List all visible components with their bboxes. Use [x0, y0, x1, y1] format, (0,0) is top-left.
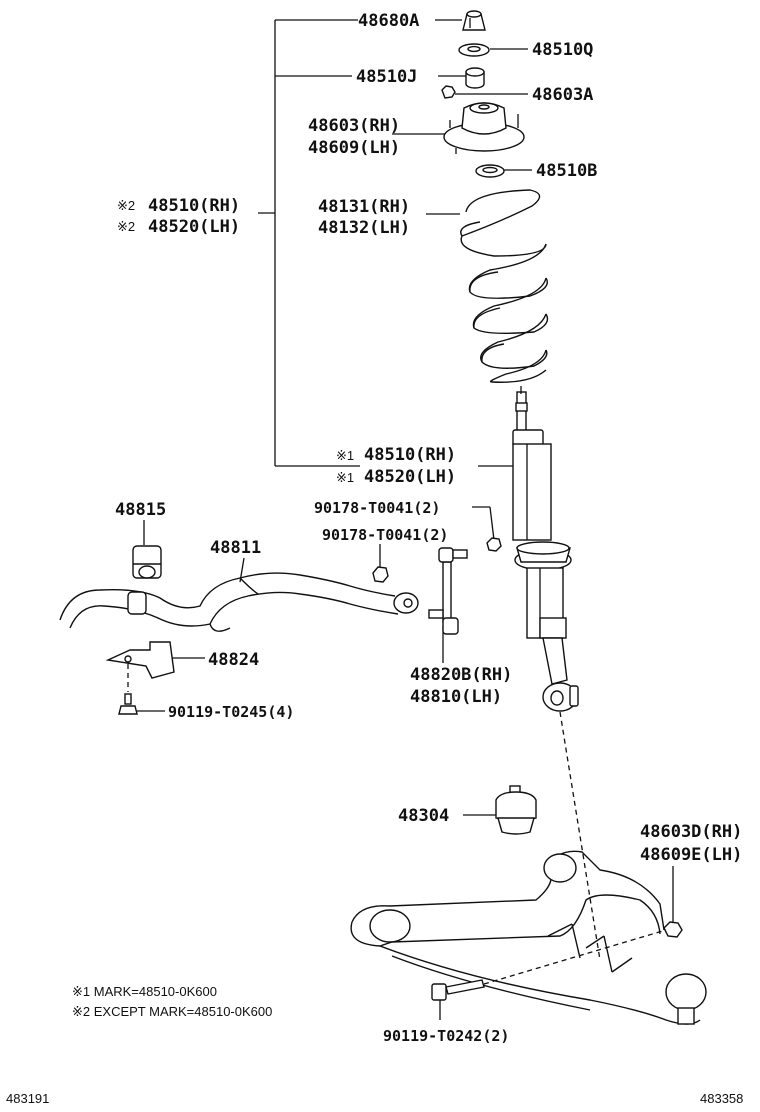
cushion-48510J — [465, 67, 485, 89]
label-48815: 48815 — [115, 500, 166, 520]
label-48603D-rh: 48603D(RH) — [640, 822, 742, 842]
mark1-symbol-b: ※1 — [336, 470, 354, 485]
label-90178-T0041-a: 90178-T0041(2) — [314, 499, 440, 517]
coil-spring-48131 — [460, 189, 549, 383]
bolt-90119-T0245 — [118, 664, 138, 715]
assembly-lines — [483, 711, 667, 985]
label-48603-rh: 48603(RH) — [308, 116, 400, 136]
bracket-48824 — [105, 641, 175, 679]
label-48680A: 48680A — [358, 11, 419, 31]
label-48609E-lh: 48609E(LH) — [640, 845, 742, 865]
nut-90178-T0041-a — [486, 537, 502, 552]
insulator-48510B — [475, 164, 505, 178]
label-90119-T0245: 90119-T0245(4) — [168, 703, 294, 721]
label-48131-rh: 48131(RH) — [318, 197, 410, 217]
shock-absorber-48510 — [512, 386, 579, 712]
nut-48603A — [441, 85, 456, 99]
mark2-symbol-b: ※2 — [117, 219, 135, 234]
label-48810-lh: 48810(LH) — [410, 687, 502, 707]
nut-48603D — [663, 921, 683, 938]
washer-48510Q — [458, 43, 490, 57]
bumper-48304 — [495, 785, 537, 835]
note-mark2: ※2 EXCEPT MARK=48510-0K600 — [72, 1004, 272, 1019]
label-48609-lh: 48609(LH) — [308, 138, 400, 158]
label-48510B: 48510B — [536, 161, 597, 181]
label-m2-48510-rh: 48510(RH) — [148, 196, 240, 216]
label-48510Q: 48510Q — [532, 40, 593, 60]
bump-stopper-48680A — [462, 10, 486, 31]
lower-control-arm — [350, 850, 707, 1025]
label-90119-T0242: 90119-T0242(2) — [383, 1027, 509, 1045]
label-m1-48510-rh: 48510(RH) — [364, 445, 456, 465]
label-48603A: 48603A — [532, 85, 593, 105]
label-90178-T0041-b: 90178-T0041(2) — [322, 526, 448, 544]
nut-90178-T0041-b — [372, 566, 389, 583]
bushing-on-bar — [127, 591, 147, 615]
label-m2-48520-lh: 48520(LH) — [148, 217, 240, 237]
note-mark1: ※1 MARK=48510-0K600 — [72, 984, 217, 999]
mark2-symbol-a: ※2 — [117, 198, 135, 213]
label-48820B-rh: 48820B(RH) — [410, 665, 512, 685]
stabilizer-bar-48811 — [59, 572, 419, 632]
bolt-90119-T0242 — [431, 979, 485, 1001]
label-m1-48520-lh: 48520(LH) — [364, 467, 456, 487]
label-48304: 48304 — [398, 806, 449, 826]
label-48811: 48811 — [210, 538, 261, 558]
label-48824: 48824 — [208, 650, 259, 670]
footer-left-code: 483191 — [6, 1091, 49, 1106]
label-48132-lh: 48132(LH) — [318, 218, 410, 238]
stabilizer-link-48820B — [428, 547, 468, 635]
upper-support-48603 — [443, 102, 525, 154]
mark1-symbol-a: ※1 — [336, 448, 354, 463]
footer-right-code: 483358 — [700, 1091, 743, 1106]
label-48510J: 48510J — [356, 67, 417, 87]
bushing-48815 — [132, 545, 162, 579]
bracket-lines — [136, 19, 674, 1020]
